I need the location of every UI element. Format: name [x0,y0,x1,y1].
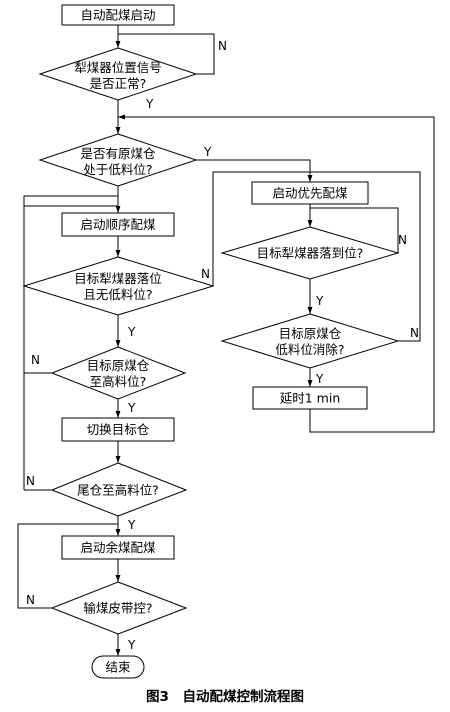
nodes: 自动配煤启动 犁煤器位置信号 是否正常? 是否有原煤仓 处于低料位? 启动优先配… [22,4,400,679]
label-plow-signal-no: N [218,39,227,53]
plow-in-place-label: 目标犁煤器落到位? [257,246,364,261]
label-low-level-yes: Y [203,145,212,159]
label-high-level-no: N [31,353,40,367]
remaining-blend-node: 启动余煤配煤 [61,535,175,560]
switch-bin-node: 切换目标仓 [61,417,175,442]
edge-plow-in-place-no [310,207,399,253]
high-level-decision: 目标原煤仓 至高料位? [50,346,187,400]
label-low-cleared-no: N [410,326,419,340]
label-tail-high-yes: Y [127,518,136,532]
conveyor-decision: 输煤皮带控? [50,581,188,635]
conveyor-label: 输煤皮带控? [83,601,152,616]
edge-labels: N Y Y N N Y N Y Y N Y N Y N Y [26,39,419,652]
delay-label: 延时1 min [280,391,341,406]
plow-signal-line2: 是否正常? [90,76,147,91]
low-level-decision: 是否有原煤仓 处于低料位? [38,133,198,187]
target-plow-line1: 目标犁煤器落位 [74,271,162,286]
start-label: 自动配煤启动 [80,8,155,23]
figure-caption: 图3 自动配煤控制流程图 [146,688,304,705]
switch-bin-label: 切换目标仓 [87,422,150,437]
target-plow-decision: 目标犁煤器落位 且无低料位? [22,256,215,316]
edge-left-loop-lower [23,205,118,490]
seq-blend-label: 启动顺序配煤 [80,217,156,232]
end-node: 结束 [91,655,145,679]
remaining-blend-label: 启动余煤配煤 [80,540,156,555]
high-level-line2: 至高料位? [90,374,147,389]
label-target-plow-yes: Y [127,325,136,339]
label-conveyor-yes: Y [127,638,136,652]
plow-signal-line1: 犁煤器位置信号 [74,60,162,75]
label-high-level-yes: Y [127,401,136,415]
low-cleared-line2: 低料位消除? [275,342,344,357]
edge-low-level-yes [196,159,313,182]
tail-high-label: 尾仓至高料位? [77,483,159,498]
low-cleared-line1: 目标原煤仓 [279,326,342,341]
low-cleared-decision: 目标原煤仓 低料位消除? [220,313,400,369]
edge-delay-loop-back [118,114,435,433]
edge-target-plow-no [212,171,310,286]
edge-plow-signal-no [118,33,215,75]
label-target-plow-no: N [201,267,210,281]
low-level-line2: 处于低料位? [83,162,152,177]
label-plow-signal-yes: Y [145,97,154,111]
plow-in-place-decision: 目标犁煤器落到位? [220,226,400,280]
low-level-line1: 是否有原煤仓 [80,146,156,161]
plow-signal-decision: 犁煤器位置信号 是否正常? [38,47,198,101]
label-conveyor-no: N [26,593,35,607]
end-label: 结束 [105,660,131,675]
label-plow-in-place-yes: Y [315,294,324,308]
seq-blend-node: 启动顺序配煤 [61,212,175,237]
high-level-line1: 目标原煤仓 [87,358,150,373]
edge-conveyor-no [17,523,118,609]
delay-node: 延时1 min [252,386,368,410]
priority-blend-node: 启动优先配煤 [251,181,369,205]
tail-high-decision: 尾仓至高料位? [50,462,188,517]
label-plow-in-place-no: N [398,233,407,247]
start-node: 自动配煤启动 [61,4,175,26]
edge-low-cleared-no [310,171,421,342]
edges [17,25,435,656]
label-tail-high-no: N [26,474,35,488]
label-low-cleared-yes: Y [315,372,324,386]
target-plow-line2: 且无低料位? [83,287,152,302]
priority-blend-label: 启动优先配煤 [272,186,348,201]
